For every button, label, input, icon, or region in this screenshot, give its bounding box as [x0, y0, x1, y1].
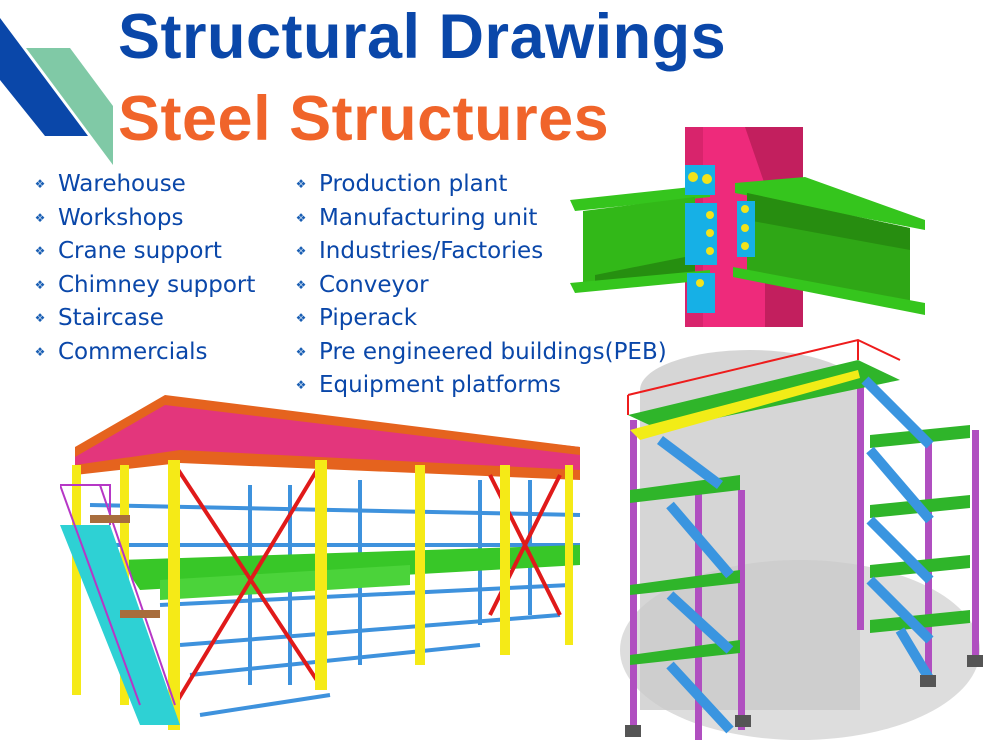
diamond-bullet-icon: ❖	[295, 210, 307, 225]
list-item: ❖Piperack	[283, 302, 667, 336]
list-item: ❖Equipment platforms	[283, 369, 667, 403]
services-list-right: ❖Production plant ❖Manufacturing unit ❖I…	[283, 168, 667, 403]
page-title: Structural Drawings	[118, 2, 727, 72]
staircase-platform-image	[620, 338, 983, 740]
list-item: ❖Conveyor	[283, 269, 667, 303]
diamond-bullet-icon: ❖	[295, 311, 307, 325]
list-item: ❖Pre engineered buildings(PEB)	[283, 336, 667, 370]
list-item: ❖Chimney support	[22, 269, 256, 303]
list-item: ❖Crane support	[22, 235, 255, 269]
diamond-bullet-icon: ❖	[295, 177, 307, 191]
diamond-bullet-icon: ❖	[295, 244, 307, 258]
list-item: ❖Production plant	[283, 168, 667, 202]
diamond-bullet-icon: ❖	[34, 177, 46, 191]
diamond-bullet-icon: ❖	[295, 277, 307, 292]
beam-column-joint-image	[570, 127, 925, 327]
list-item: ❖Staircase	[22, 302, 255, 336]
diamond-bullet-icon: ❖	[295, 344, 307, 359]
diamond-bullet-icon: ❖	[34, 244, 46, 258]
diamond-bullet-icon: ❖	[34, 311, 46, 325]
diamond-bullet-icon: ❖	[295, 378, 307, 392]
company-logo-icon	[0, 18, 113, 165]
page-subtitle: Steel Structures	[118, 84, 610, 154]
list-item: ❖Industries/Factories	[283, 235, 667, 269]
list-item: ❖Workshops	[22, 202, 255, 236]
diamond-bullet-icon: ❖	[34, 344, 46, 359]
list-item: ❖Warehouse	[22, 168, 255, 202]
steel-building-frame-image	[60, 395, 581, 730]
list-item: ❖Commercials	[22, 336, 255, 370]
list-item: ❖Manufacturing unit	[283, 202, 667, 236]
services-list-left: ❖Warehouse ❖Workshops ❖Crane support ❖Ch…	[22, 168, 256, 370]
diamond-bullet-icon: ❖	[34, 210, 46, 225]
diamond-bullet-icon: ❖	[34, 277, 46, 292]
